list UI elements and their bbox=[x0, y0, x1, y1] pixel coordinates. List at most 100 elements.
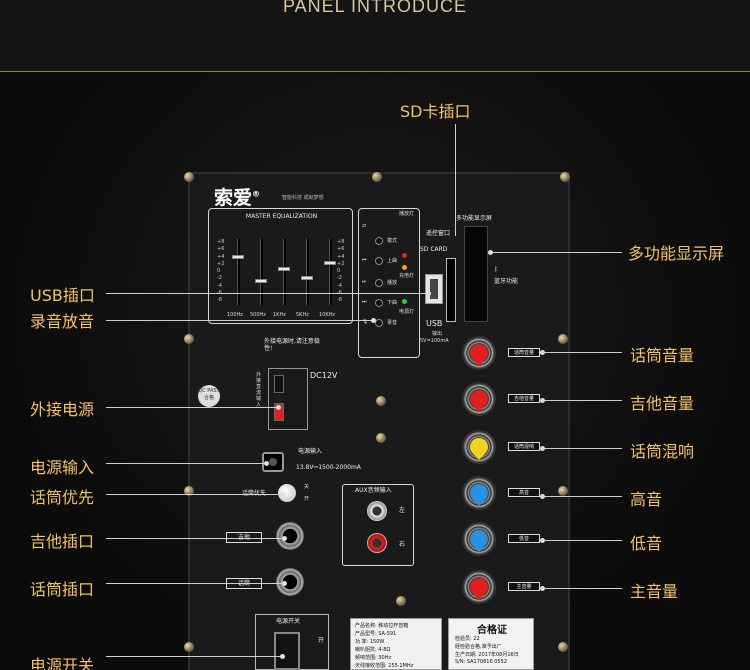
spec-row: 功 率: 150W bbox=[355, 639, 385, 645]
eq-slider-track bbox=[329, 239, 332, 305]
eq-scale-tick: -8 bbox=[337, 297, 342, 304]
terminal-red[interactable] bbox=[274, 403, 284, 421]
aux-label: AUX音频输入 bbox=[355, 487, 392, 494]
knob-2[interactable] bbox=[462, 430, 496, 464]
play-button[interactable] bbox=[375, 279, 383, 287]
callout-sd: SD卡插口 bbox=[400, 102, 471, 121]
external-power-terminal[interactable] bbox=[268, 368, 308, 430]
eq-slider-track bbox=[260, 239, 263, 305]
knob-tag: 低音 bbox=[508, 534, 540, 543]
power-input-spec: 13.8V⎓1500-2000mA bbox=[296, 464, 361, 471]
mic-input-jack[interactable] bbox=[276, 568, 304, 596]
guitar-input-jack[interactable] bbox=[276, 522, 304, 550]
callout-guitar-vol: 吉他音量 bbox=[630, 394, 695, 413]
power-switch[interactable] bbox=[274, 632, 300, 670]
eq-band-label: 500Hz bbox=[250, 312, 266, 318]
priority-off-label: 关 bbox=[304, 484, 310, 490]
knob-tag: 话筒混响 bbox=[508, 442, 540, 451]
next-icon: ⏭ bbox=[362, 299, 367, 305]
eq-scale-tick: -4 bbox=[337, 282, 342, 289]
eq-scale-tick: -2 bbox=[337, 275, 342, 282]
bluetooth-icon: ᛒ bbox=[494, 266, 498, 273]
knob-1[interactable] bbox=[462, 382, 496, 416]
aux-left-jack[interactable] bbox=[367, 501, 387, 521]
mic-priority-label: 话筒优先 bbox=[242, 490, 266, 497]
next-button[interactable] bbox=[375, 299, 383, 307]
play-icon: ⏯ bbox=[362, 279, 367, 285]
eq-scale-tick: 0 bbox=[217, 268, 221, 275]
eq-band-label: 100Hz bbox=[227, 312, 243, 318]
eq-slider-track bbox=[237, 239, 240, 305]
eq-scale-tick: +6 bbox=[337, 246, 345, 253]
certificate-title: 合格证 bbox=[477, 625, 507, 636]
eq-scale-tick: +4 bbox=[217, 253, 225, 260]
callout-master: 主音量 bbox=[630, 582, 679, 601]
aux-right-jack[interactable] bbox=[367, 533, 387, 553]
dc-power-input-jack[interactable] bbox=[262, 452, 284, 472]
knob-cap bbox=[466, 574, 492, 600]
eq-scale-tick: -4 bbox=[217, 282, 222, 289]
eq-scale-tick: -8 bbox=[217, 297, 222, 304]
screw-icon bbox=[184, 334, 194, 344]
record-button[interactable] bbox=[375, 319, 383, 327]
screw-icon bbox=[558, 486, 568, 496]
terminal-black[interactable] bbox=[274, 375, 284, 393]
callout-mic-priority: 话筒优先 bbox=[30, 488, 95, 507]
usb-label: USB bbox=[426, 319, 443, 328]
prev-label: 上曲 bbox=[387, 258, 398, 264]
spec-row: 频响范围: 30Hz bbox=[355, 655, 392, 661]
equalizer-panel: MASTER EQUALIZATION +8+6+4+20-2-4-6-8 +8… bbox=[208, 208, 353, 324]
eq-slider-track bbox=[306, 239, 309, 305]
knob-3[interactable] bbox=[462, 476, 496, 510]
eq-scale-tick: 0 bbox=[337, 268, 341, 275]
eq-scale-tick: -2 bbox=[217, 275, 222, 282]
charge-led bbox=[402, 265, 407, 270]
spec-row: 产品名称: 移动拉杆音箱 bbox=[355, 623, 409, 629]
eq-band-label: 1KHz bbox=[273, 312, 286, 318]
callout-bass: 低音 bbox=[630, 534, 663, 553]
screw-icon bbox=[560, 172, 570, 182]
cert-row: S/N: SA170816 0552 bbox=[455, 659, 507, 665]
eq-slider-10khz[interactable] bbox=[324, 260, 336, 265]
knob-cap bbox=[466, 340, 492, 366]
aux-left-label: 左 bbox=[399, 507, 406, 514]
indicator-label: 播放灯 bbox=[399, 211, 415, 217]
dc-input-side-label: 外接直流输入 bbox=[256, 372, 262, 408]
knob-0[interactable] bbox=[462, 336, 496, 370]
eq-scale-tick: +8 bbox=[337, 239, 345, 245]
sd-card-slot[interactable] bbox=[446, 258, 456, 322]
next-label: 下曲 bbox=[387, 300, 398, 306]
eq-slider-5khz[interactable] bbox=[301, 276, 313, 281]
play-label: 播放 bbox=[387, 280, 398, 286]
mic-priority-button[interactable] bbox=[278, 484, 296, 502]
mic-icon: 🎙 bbox=[362, 319, 369, 325]
screw-icon bbox=[184, 642, 194, 652]
usb-port[interactable] bbox=[425, 274, 443, 304]
callout-display: 多功能显示屏 bbox=[628, 244, 725, 263]
mode-label: 模式 bbox=[387, 238, 398, 244]
prev-icon: ⏮ bbox=[362, 257, 367, 263]
header-bar: PANEL INTRODUCE bbox=[0, 0, 750, 72]
knob-5[interactable] bbox=[462, 570, 496, 604]
equalizer-title: MASTER EQUALIZATION bbox=[245, 213, 318, 220]
screw-icon bbox=[372, 172, 382, 182]
eq-slider-track bbox=[283, 239, 286, 305]
screw-icon bbox=[184, 172, 194, 182]
power-input-label: 电源输入 bbox=[298, 448, 323, 455]
prev-button[interactable] bbox=[375, 257, 383, 265]
callout-treble: 高音 bbox=[630, 490, 663, 509]
mode-button[interactable] bbox=[375, 237, 383, 245]
screw-icon bbox=[184, 486, 194, 496]
screw-icon bbox=[558, 334, 568, 344]
callout-power-in: 电源输入 bbox=[30, 458, 95, 477]
indicator-label: 充电灯 bbox=[399, 273, 415, 279]
multi-function-display bbox=[464, 226, 488, 322]
eq-slider-100hz[interactable] bbox=[232, 254, 244, 259]
eq-slider-1khz[interactable] bbox=[278, 266, 290, 271]
eq-slider-500hz[interactable] bbox=[255, 279, 267, 284]
knob-cap bbox=[466, 386, 492, 412]
callout-power-switch: 电源开关 bbox=[30, 656, 95, 670]
callout-guitar-in: 吉他插口 bbox=[30, 532, 95, 551]
eq-scale: +8+6+4+20-2-4-6-8 bbox=[217, 239, 224, 305]
knob-4[interactable] bbox=[462, 522, 496, 556]
